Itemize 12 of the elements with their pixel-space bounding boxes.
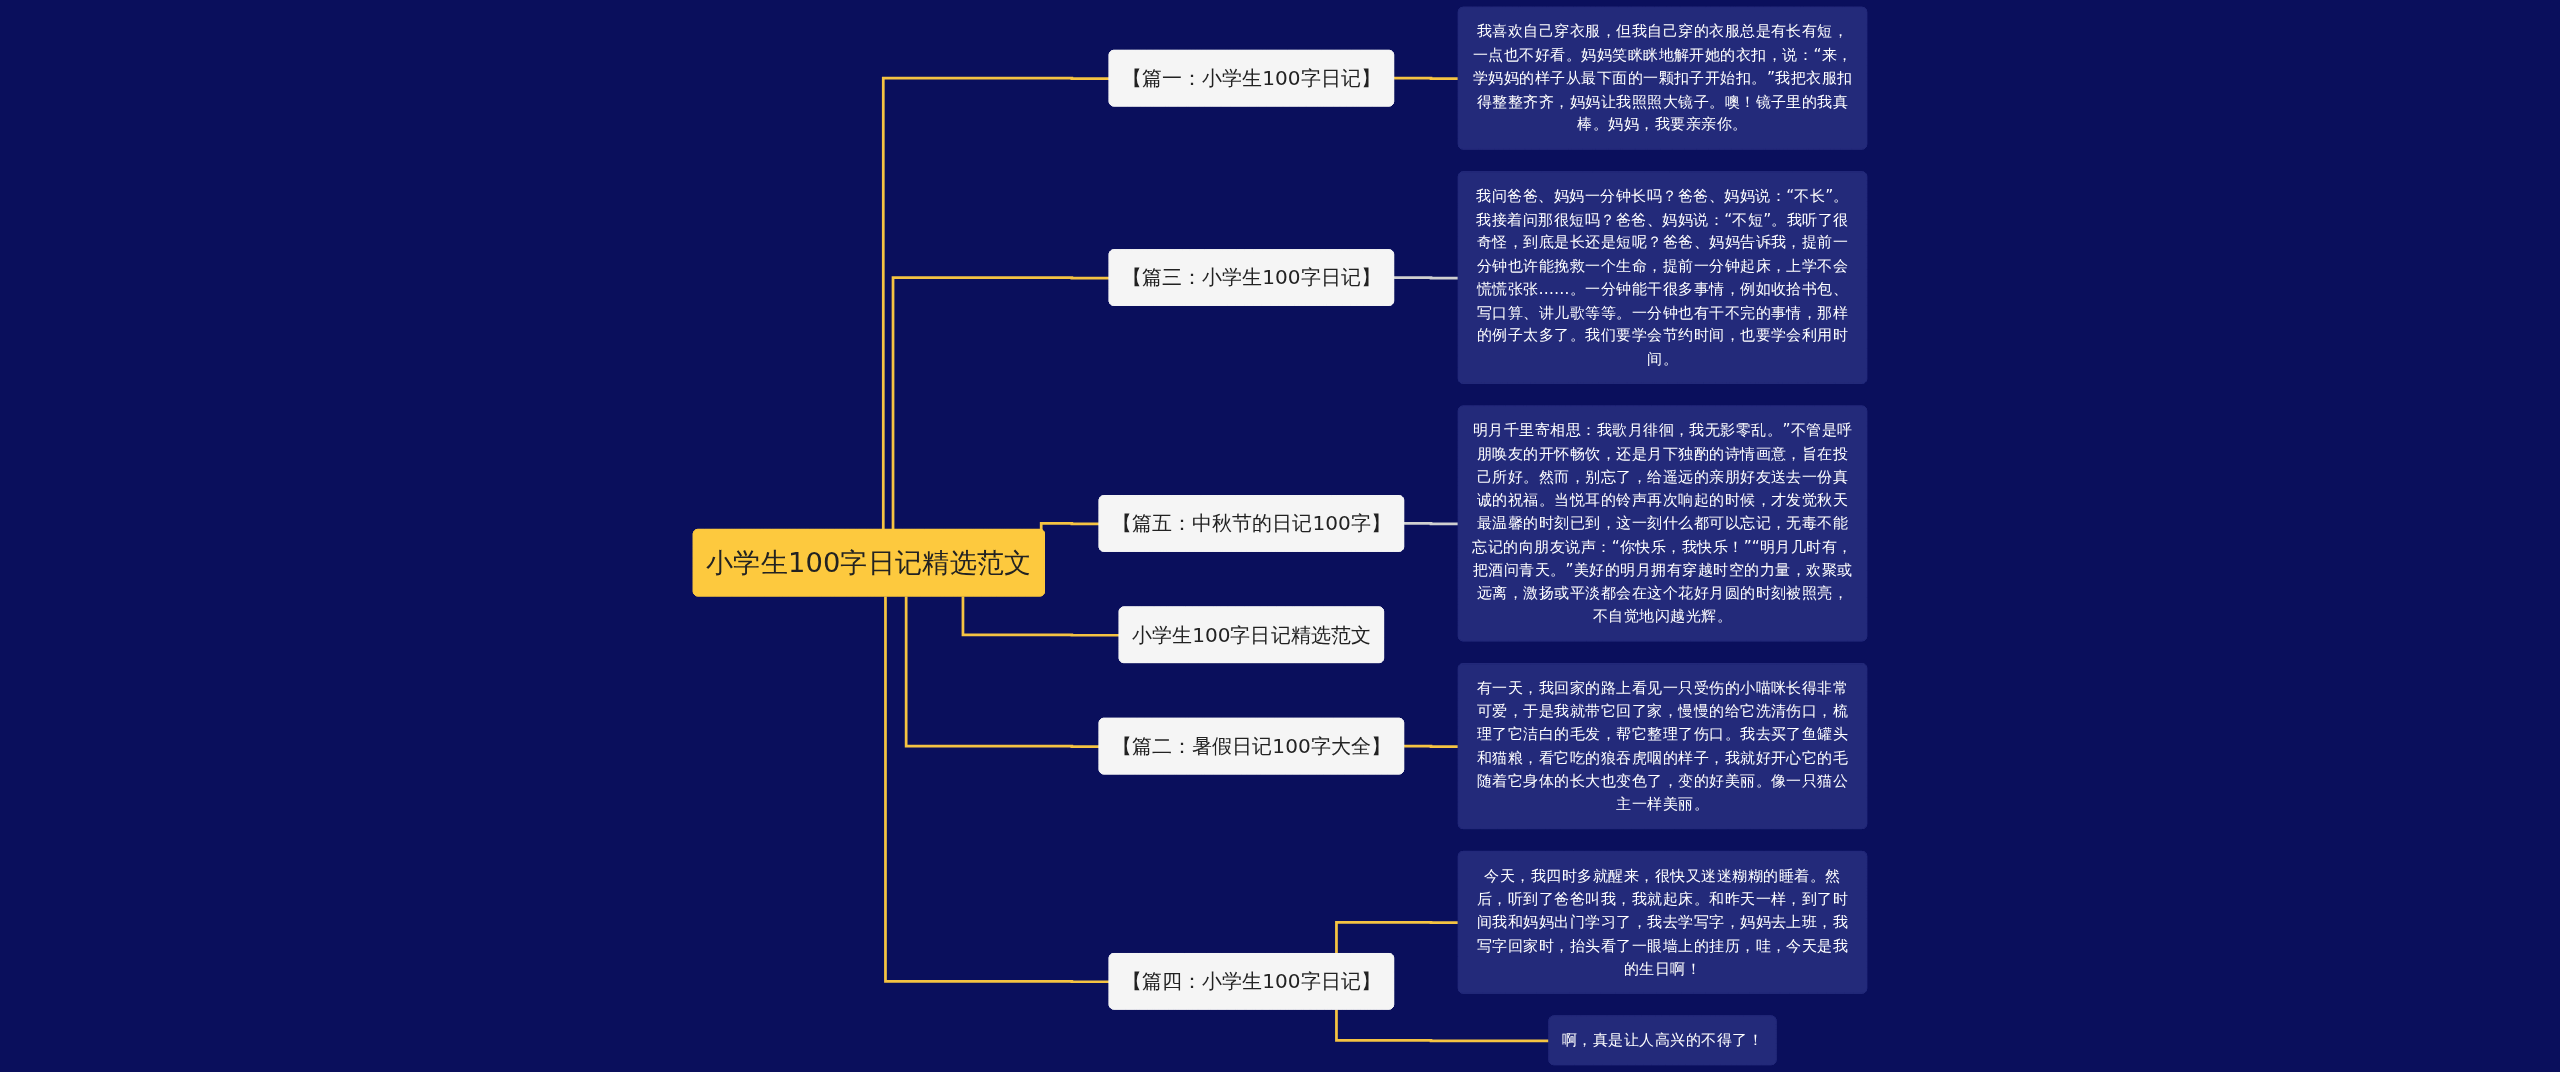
connector [1392,76,1459,80]
connector [1392,276,1459,280]
connector [1039,522,1100,530]
connector [904,596,1100,748]
connector [1335,1009,1550,1043]
connector [1335,920,1459,954]
connector [1402,744,1459,748]
connector [891,276,1110,530]
connector [884,596,1110,984]
connector [881,76,1110,530]
connector [1402,522,1459,526]
connector [961,596,1120,637]
